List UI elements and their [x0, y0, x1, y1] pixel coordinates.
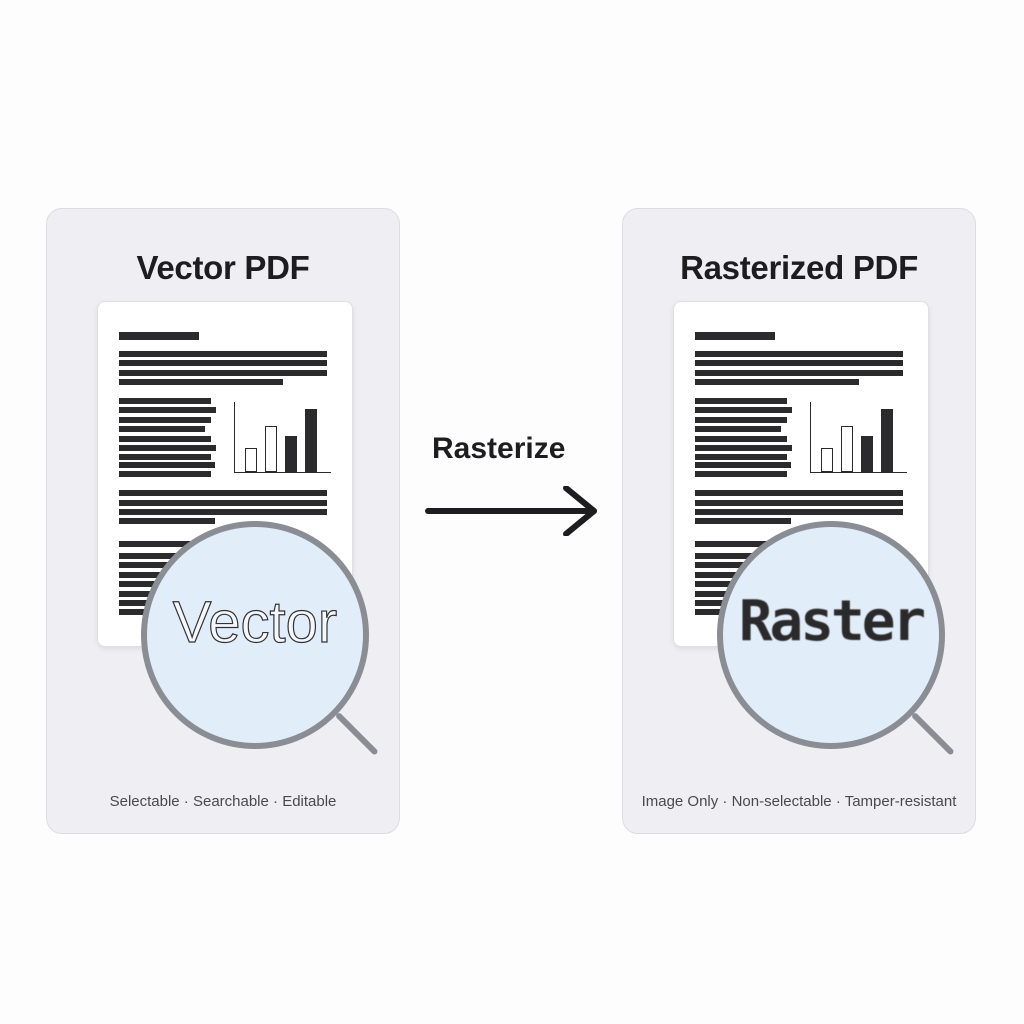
doc-text-line — [695, 490, 903, 496]
panel-title: Rasterized PDF — [680, 249, 918, 286]
doc-text-line — [695, 407, 792, 413]
vector-pdf-panel: Vector PDF Vecto — [46, 208, 400, 834]
doc-text-line — [119, 553, 199, 559]
mini-bar-chart-icon — [810, 402, 907, 473]
doc-text-line — [695, 553, 775, 559]
doc-text-line — [695, 462, 791, 468]
doc-text-line — [695, 445, 792, 451]
doc-text-line — [695, 562, 775, 568]
doc-heading-line — [695, 332, 775, 340]
doc-text-line — [119, 462, 215, 468]
doc-text-line — [119, 490, 327, 496]
doc-text-line — [695, 351, 903, 357]
doc-text-line — [119, 417, 211, 423]
doc-text-line — [119, 379, 283, 385]
panel-caption: Selectable · Searchable · Editable — [109, 793, 337, 810]
raster-sample-text: Raster — [738, 589, 926, 654]
doc-text-line — [119, 562, 199, 568]
doc-text-line — [695, 518, 791, 524]
chart-bar — [821, 448, 833, 472]
doc-text-line — [695, 379, 859, 385]
mini-bar-chart-icon — [234, 402, 331, 473]
doc-text-line — [695, 500, 903, 506]
doc-text-line — [695, 360, 903, 366]
panel-caption: Image Only · Non-selectable · Tamper-res… — [641, 793, 957, 810]
doc-text-line — [695, 370, 903, 376]
doc-text-line — [695, 417, 787, 423]
arrow-right-icon — [425, 486, 597, 536]
doc-text-line — [119, 351, 327, 357]
magnifier-handle — [334, 711, 379, 756]
doc-text-line — [119, 541, 199, 547]
vector-sample-text: Vector — [172, 589, 338, 655]
doc-text-line — [695, 509, 903, 515]
doc-text-line — [119, 426, 205, 432]
chart-bar — [881, 409, 893, 472]
doc-text-line — [119, 500, 327, 506]
doc-text-line — [695, 541, 775, 547]
doc-text-line — [119, 509, 327, 515]
rasterized-pdf-panel: Rasterized PDF R — [622, 208, 976, 834]
doc-text-line — [119, 398, 211, 404]
chart-bar — [841, 426, 853, 472]
doc-text-line — [119, 445, 216, 451]
panel-title: Vector PDF — [136, 249, 310, 286]
doc-text-line — [695, 436, 787, 442]
doc-text-line — [695, 426, 781, 432]
doc-text-line — [695, 454, 787, 460]
chart-bar — [265, 426, 277, 472]
magnifying-glass-icon: Raster — [717, 521, 945, 749]
doc-text-line — [695, 398, 787, 404]
doc-text-line — [119, 370, 327, 376]
magnifier-handle — [910, 711, 955, 756]
chart-bar — [305, 409, 317, 472]
chart-bar — [245, 448, 257, 472]
doc-text-line — [119, 436, 211, 442]
doc-text-line — [119, 471, 211, 477]
doc-text-line — [119, 407, 216, 413]
doc-text-line — [119, 360, 327, 366]
magnifying-glass-icon: Vector — [141, 521, 369, 749]
chart-bar — [285, 436, 297, 472]
chart-bar — [861, 436, 873, 472]
rasterize-label: Rasterize — [432, 432, 566, 465]
doc-heading-line — [119, 332, 199, 340]
doc-text-line — [119, 518, 215, 524]
doc-text-line — [119, 454, 211, 460]
doc-text-line — [695, 471, 787, 477]
